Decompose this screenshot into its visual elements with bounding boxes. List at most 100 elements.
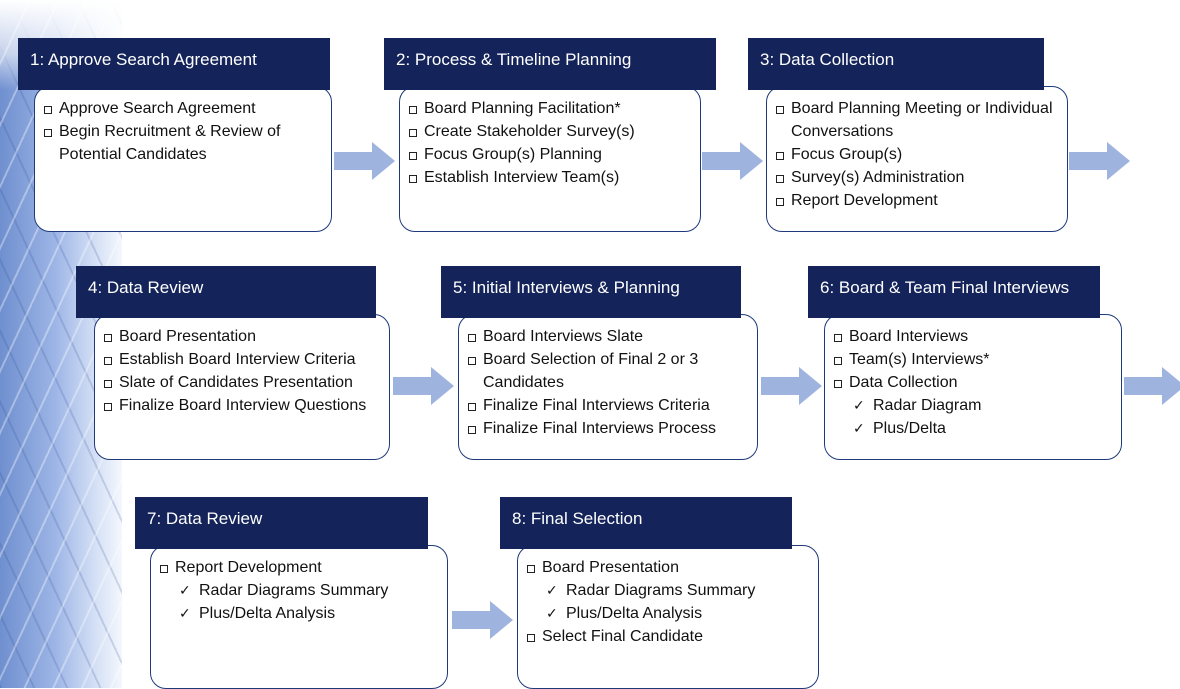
- checkbox-icon: [409, 152, 417, 160]
- step-6-item: Data Collection: [833, 371, 1113, 394]
- step-6-item: Team(s) Interviews*: [833, 348, 1113, 371]
- checkmark-icon: ✓: [546, 605, 558, 621]
- step-2-item: Establish Interview Team(s): [408, 166, 692, 189]
- checkbox-icon: [776, 152, 784, 160]
- step-5-item: Finalize Final Interviews Criteria: [467, 394, 749, 417]
- right-arrow-icon: [393, 367, 454, 405]
- step-8-item-text: Radar Diagrams Summary: [566, 582, 756, 599]
- step-3-item: Board Planning Meeting or Individual Con…: [775, 97, 1059, 143]
- step-7-item: Report Development: [159, 556, 439, 579]
- step-4-item-text: Finalize Board Interview Questions: [119, 397, 367, 414]
- step-1-item-text: Begin Recruitment & Review of Potential …: [59, 123, 281, 163]
- step-8-item: Select Final Candidate: [526, 625, 810, 648]
- checkbox-icon: [468, 334, 476, 342]
- right-arrow-icon: [452, 601, 513, 639]
- step-7-card: Report Development ✓Radar Diagrams Summar…: [150, 545, 448, 689]
- step-1-header: 1: Approve Search Agreement: [18, 38, 330, 90]
- step-5-item-text: Finalize Final Interviews Process: [483, 420, 716, 437]
- step-3-item: Focus Group(s): [775, 143, 1059, 166]
- step-2-item-text: Create Stakeholder Survey(s): [424, 123, 635, 140]
- checkbox-icon: [527, 565, 535, 573]
- step-2-item-text: Focus Group(s) Planning: [424, 146, 602, 163]
- step-7-item-text: Radar Diagrams Summary: [199, 582, 389, 599]
- step-8-item: Board Presentation: [526, 556, 810, 579]
- step-4-item: Finalize Board Interview Questions: [103, 394, 381, 417]
- step-1-item-text: Approve Search Agreement: [59, 100, 256, 117]
- step-8-item-text: Select Final Candidate: [542, 628, 703, 645]
- step-7-item: ✓Radar Diagrams Summary: [159, 579, 439, 602]
- checkbox-icon: [776, 175, 784, 183]
- step-3-item: Survey(s) Administration: [775, 166, 1059, 189]
- checkbox-icon: [468, 403, 476, 411]
- step-5-item-text: Board Interviews Slate: [483, 328, 644, 345]
- checkbox-icon: [834, 334, 842, 342]
- checkbox-icon: [527, 634, 535, 642]
- step-4-item-text: Establish Board Interview Criteria: [119, 351, 356, 368]
- checkmark-icon: ✓: [546, 582, 558, 598]
- step-8-header: 8: Final Selection: [500, 497, 792, 549]
- step-3-item-list: Board Planning Meeting or Individual Con…: [775, 97, 1059, 212]
- step-1-item: Approve Search Agreement: [43, 97, 323, 120]
- step-3-item-text: Report Development: [791, 192, 938, 209]
- step-8-card: Board Presentation ✓ Radar Diagrams Summar…: [517, 545, 819, 689]
- step-8-item-text: Board Presentation: [542, 559, 679, 576]
- step-6-item-text: Data Collection: [849, 374, 958, 391]
- checkbox-icon: [44, 106, 52, 114]
- right-arrow-icon: [1124, 367, 1180, 405]
- right-arrow-icon: [702, 142, 763, 180]
- step-2-card: Board Planning Facilitation* Create Stake…: [399, 86, 701, 232]
- step-5-item: Finalize Final Interviews Process: [467, 417, 749, 440]
- checkbox-icon: [44, 129, 52, 137]
- step-6-item-text: Plus/Delta: [873, 420, 946, 437]
- checkbox-icon: [409, 129, 417, 137]
- checkbox-icon: [104, 380, 112, 388]
- step-3-header: 3: Data Collection: [748, 38, 1044, 90]
- step-7-item-list: Report Development ✓Radar Diagrams Summar…: [159, 556, 439, 625]
- step-1-item: Begin Recruitment & Review of Potential …: [43, 120, 323, 166]
- step-2-item: Focus Group(s) Planning: [408, 143, 692, 166]
- step-3-item-text: Board Planning Meeting or Individual Con…: [791, 100, 1053, 140]
- step-8-item: ✓ Plus/Delta Analysis: [526, 602, 810, 625]
- step-7-header: 7: Data Review: [135, 497, 428, 549]
- step-7-item: ✓Plus/Delta Analysis: [159, 602, 439, 625]
- right-arrow-icon: [334, 142, 395, 180]
- checkbox-icon: [468, 426, 476, 434]
- step-2-item: Board Planning Facilitation*: [408, 97, 692, 120]
- checkbox-icon: [409, 106, 417, 114]
- step-6-item: ✓ Plus/Delta: [833, 417, 1113, 440]
- checkmark-icon: ✓: [853, 420, 865, 436]
- step-4-item: Board Presentation: [103, 325, 381, 348]
- step-6-item-text: Board Interviews: [849, 328, 969, 345]
- step-6-item: ✓Radar Diagram: [833, 394, 1113, 417]
- checkbox-icon: [409, 175, 417, 183]
- step-2-item: Create Stakeholder Survey(s): [408, 120, 692, 143]
- step-4-item-text: Slate of Candidates Presentation: [119, 374, 353, 391]
- step-2-item-text: Establish Interview Team(s): [424, 169, 620, 186]
- checkbox-icon: [104, 403, 112, 411]
- step-7-item-text: Report Development: [175, 559, 322, 576]
- step-8-item-list: Board Presentation ✓ Radar Diagrams Summar…: [526, 556, 810, 648]
- step-3-item: Report Development: [775, 189, 1059, 212]
- checkmark-icon: ✓: [853, 397, 865, 413]
- step-8-item-text: Plus/Delta Analysis: [566, 605, 703, 622]
- step-5-header: 5: Initial Interviews & Planning: [441, 266, 741, 318]
- checkbox-icon: [834, 357, 842, 365]
- step-4-item: Slate of Candidates Presentation: [103, 371, 381, 394]
- checkbox-icon: [160, 565, 168, 573]
- step-3-item-text: Survey(s) Administration: [791, 169, 965, 186]
- step-6-item: Board Interviews: [833, 325, 1113, 348]
- checkbox-icon: [776, 198, 784, 206]
- checkbox-icon: [104, 357, 112, 365]
- checkbox-icon: [468, 357, 476, 365]
- checkbox-icon: [776, 106, 784, 114]
- step-4-item: Establish Board Interview Criteria: [103, 348, 381, 371]
- step-2-item-list: Board Planning Facilitation* Create Stake…: [408, 97, 692, 189]
